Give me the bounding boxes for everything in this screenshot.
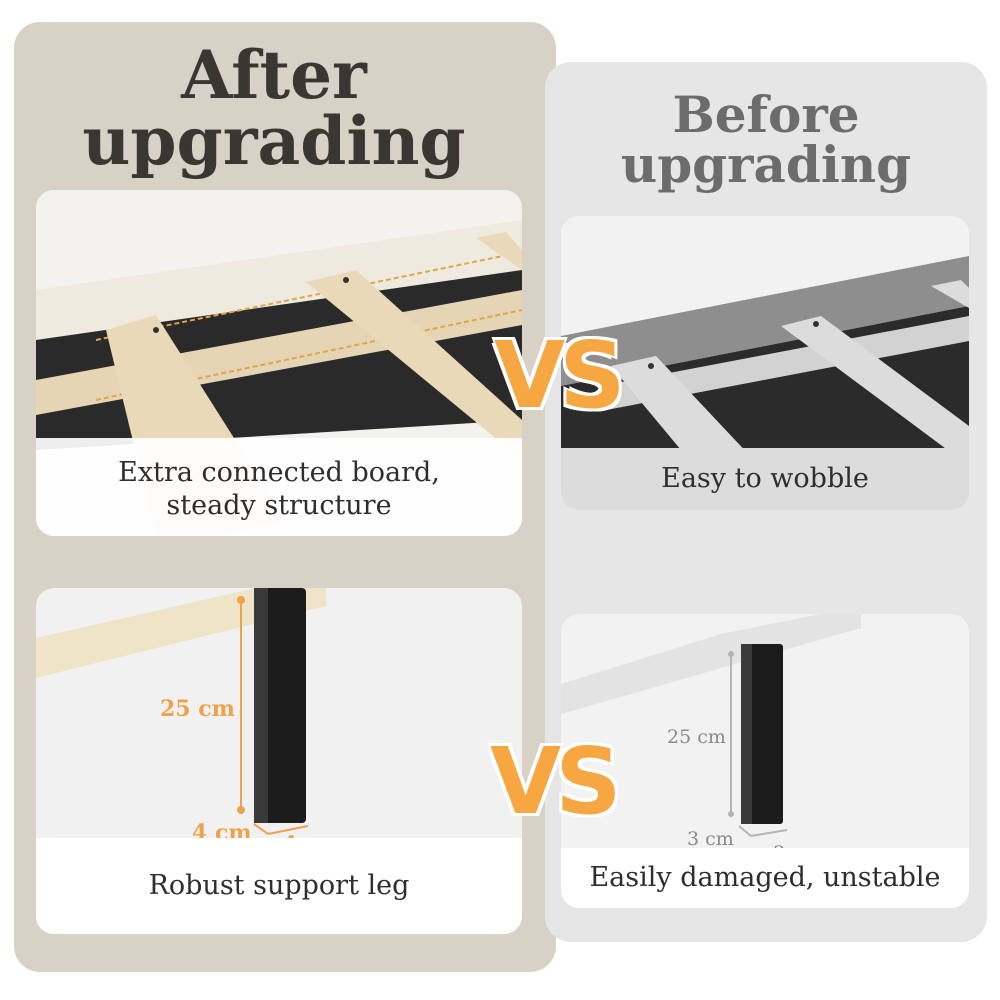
after-heading-line1: After (181, 36, 367, 114)
after-heading: After upgrading (14, 42, 534, 174)
after-slat-caption-line1: Extra connected board, (118, 457, 440, 488)
after-slat-caption-line2: steady structure (166, 490, 392, 521)
after-heading-line2: upgrading (82, 102, 466, 180)
before-heading-line1: Before (672, 85, 860, 144)
after-leg-caption: Robust support leg (36, 838, 522, 934)
before-slat-caption: Easy to wobble (561, 448, 969, 510)
before-heading-line2: upgrading (620, 135, 912, 194)
vs-badge-top: VS (494, 322, 625, 429)
before-leg-illustration (561, 614, 861, 837)
after-leg-illustration (36, 588, 326, 835)
after-slat-card: Extra connected board, steady structure (36, 190, 522, 536)
before-leg-caption: Easily damaged, unstable (561, 848, 969, 908)
after-slat-caption: Extra connected board, steady structure (36, 438, 522, 536)
before-leg-width-label: 3 cm (687, 828, 734, 850)
before-slat-card: Easy to wobble (561, 216, 969, 510)
after-leg-card: 25 cm 4 cm 4 cm Robust support leg (36, 588, 522, 934)
vs-badge-bottom: VS (490, 728, 621, 835)
before-leg-height-label: 25 cm (667, 726, 726, 748)
after-leg-height-label: 25 cm (160, 696, 235, 722)
before-leg-card: 25 cm 3 cm 3 cm Easily damaged, unstable (561, 614, 969, 908)
before-heading: Before upgrading (545, 90, 987, 190)
